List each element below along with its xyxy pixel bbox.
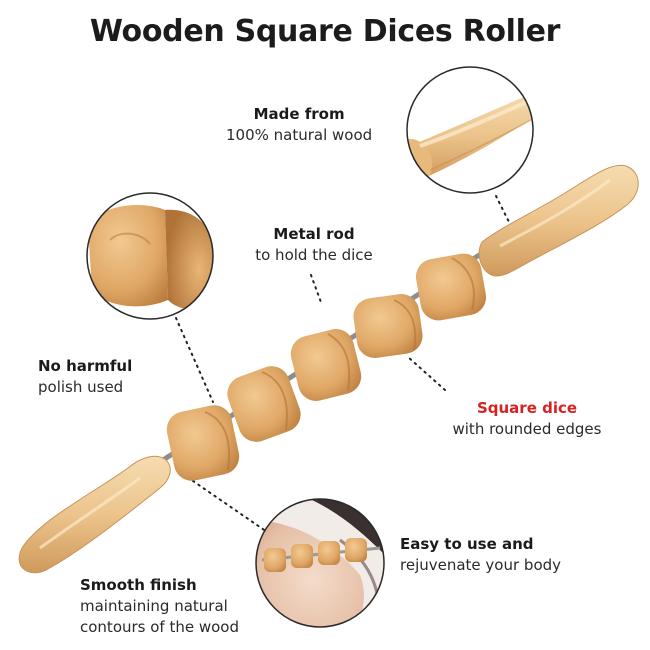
page-title: Wooden Square Dices Roller	[89, 14, 561, 49]
dice-cube	[290, 329, 362, 401]
callout-detail: with rounded edges	[452, 420, 602, 438]
dice-cube	[227, 366, 301, 442]
callout-square-dice: Square dice with rounded edges	[432, 398, 622, 440]
callout-detail: rejuvenate your body	[400, 556, 562, 574]
dice-cube	[166, 405, 240, 481]
callout-metal-rod: Metal rod to hold the dice	[240, 224, 388, 266]
callout-easy-to-use: Easy to use and rejuvenate your body	[400, 534, 561, 576]
callout-heading: Metal rod	[273, 225, 355, 243]
lower-handle	[18, 455, 171, 574]
callout-heading: Easy to use and	[400, 535, 534, 553]
callout-leaders	[175, 195, 510, 535]
callout-heading: No harmful	[38, 357, 133, 375]
callout-detail: polish used	[38, 378, 124, 396]
callout-detail: maintaining natural	[80, 597, 228, 615]
zoom-handle-wood	[406, 66, 534, 194]
dice-cubes	[166, 253, 487, 481]
callout-heading: Square dice	[476, 399, 578, 417]
dice-cube	[353, 294, 423, 358]
dice-cube	[415, 253, 487, 321]
callout-detail: contours of the wood	[80, 618, 240, 636]
upper-handle	[478, 164, 639, 277]
callout-no-harmful: No harmful polish used	[38, 356, 132, 398]
callout-smooth-finish: Smooth finish maintaining natural contou…	[80, 575, 239, 638]
callout-made-from: Made from 100% natural wood	[226, 104, 372, 146]
callout-heading: Smooth finish	[80, 576, 197, 594]
callout-detail: to hold the dice	[255, 246, 373, 264]
callout-detail: 100% natural wood	[226, 126, 373, 144]
zoom-cube-surface	[86, 192, 214, 320]
zoom-neck-usage	[255, 498, 385, 628]
callout-heading: Made from	[253, 105, 345, 123]
